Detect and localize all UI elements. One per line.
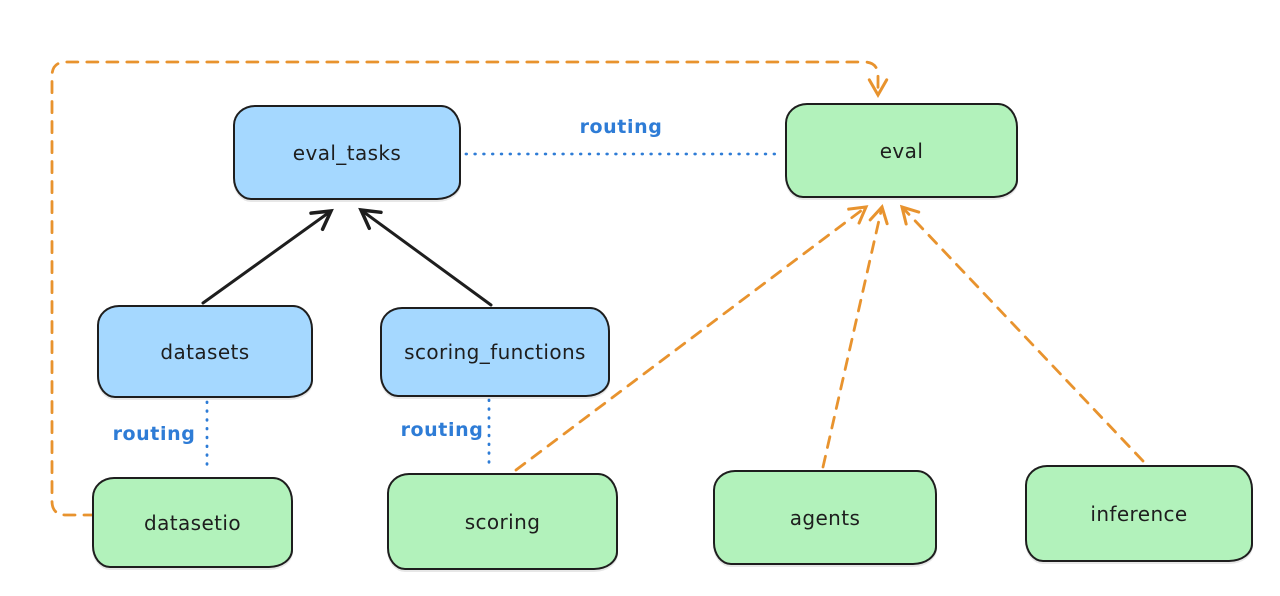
- node-scoring: scoring: [387, 473, 618, 570]
- edge-scoring_functions-to-eval_tasks: [358, 207, 493, 307]
- edge-label-routing-scoring_functions-scoring: routing: [400, 419, 484, 441]
- node-datasets: datasets: [97, 305, 313, 398]
- node-eval_tasks: eval_tasks: [233, 105, 461, 200]
- node-scoring_functions: scoring_functions: [380, 307, 610, 397]
- edge-datasets-to-eval_tasks: [201, 208, 334, 305]
- node-eval: eval: [785, 103, 1018, 198]
- node-inference: inference: [1025, 465, 1253, 562]
- edge-label-routing-datasets-datasetio: routing: [112, 423, 196, 445]
- edge-datasetio-to-eval: [50, 60, 889, 517]
- node-agents: agents: [713, 470, 937, 565]
- edge-agents-to-eval: [821, 204, 889, 469]
- edge-scoring-to-eval: [514, 205, 869, 472]
- node-datasetio: datasetio: [92, 477, 293, 568]
- edge-inference-to-eval: [899, 204, 1145, 463]
- edge-label-routing-eval_tasks-eval: routing: [579, 116, 663, 138]
